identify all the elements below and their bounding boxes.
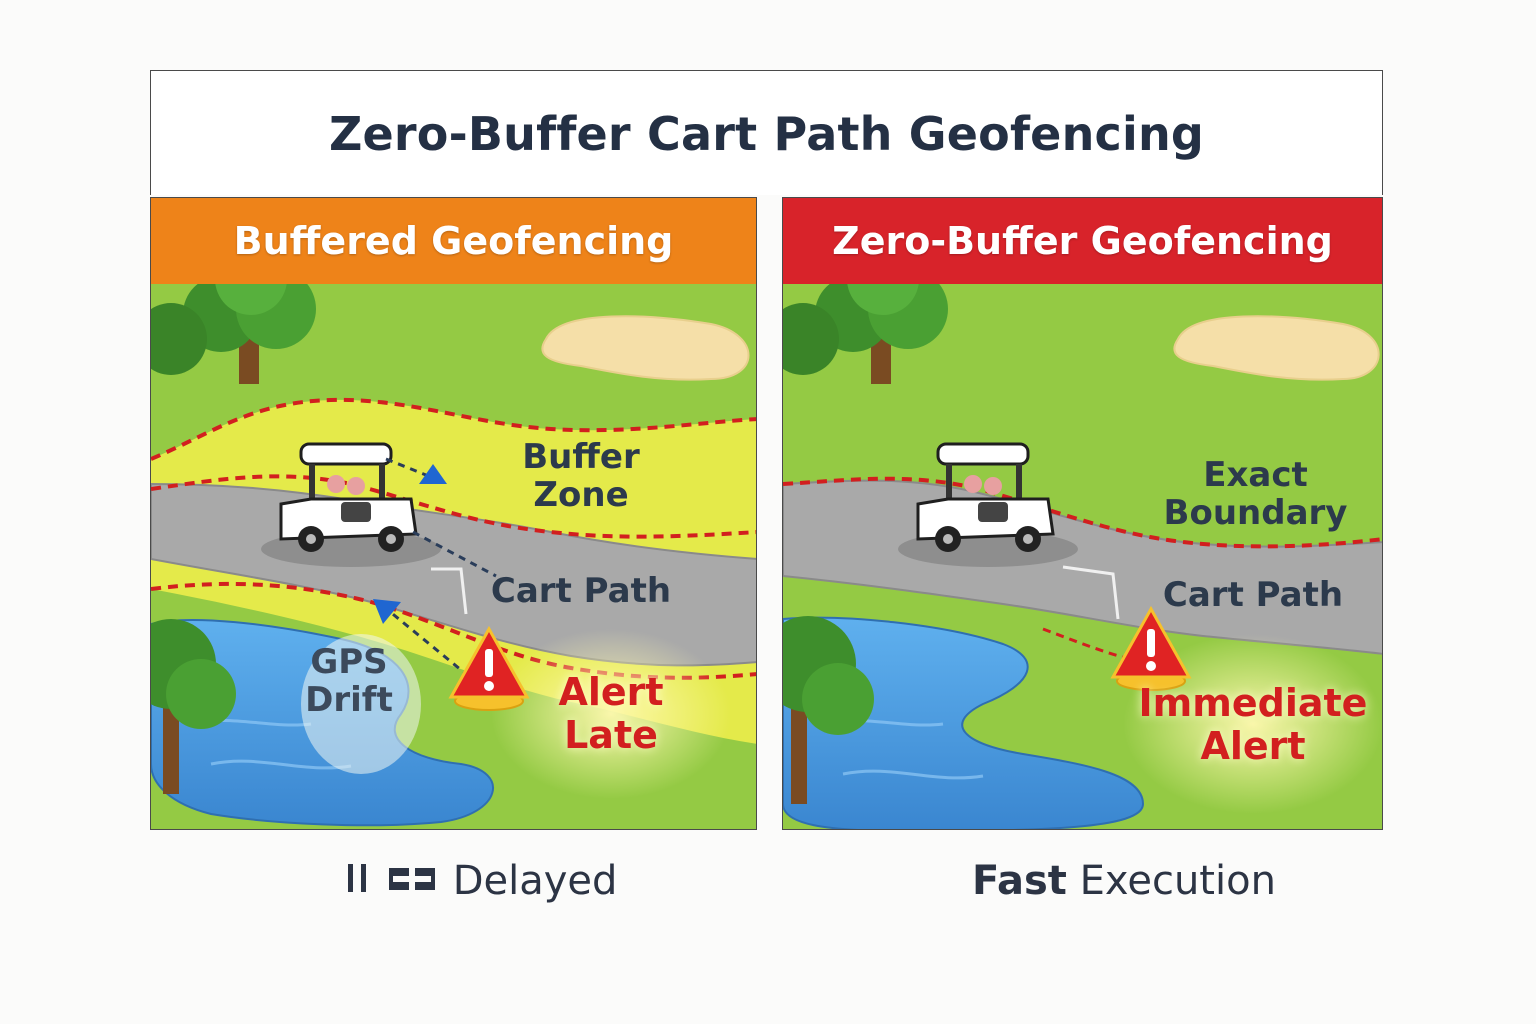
- title-frame: Zero-Buffer Cart Path Geofencing: [150, 70, 1383, 195]
- alert-late-label-line1: Alert: [558, 670, 664, 714]
- exact-boundary-label-line2: Boundary: [1163, 493, 1348, 534]
- tree-icon: [783, 284, 948, 384]
- buffer-zone-label-line1: Buffer: [522, 437, 640, 477]
- tree-icon: [151, 284, 316, 384]
- golf-cart-icon: [898, 442, 1078, 567]
- buffer-zone-upper: [151, 399, 756, 559]
- exact-boundary-label-line1: Exact: [1203, 455, 1308, 495]
- arrow-icon: [419, 464, 447, 484]
- zero-buffer-panel: Zero-Buffer Geofencing: [782, 197, 1383, 830]
- tree-icon: [151, 619, 236, 794]
- buffered-panel: Buffered Geofencing: [150, 197, 757, 830]
- delayed-label: Delayed: [452, 858, 618, 904]
- tree-icon: [783, 616, 874, 804]
- buffer-zone-label: Buffer Zone: [501, 438, 661, 514]
- diagram-title: Zero-Buffer Cart Path Geofencing: [328, 107, 1205, 161]
- gps-drift-label: GPS Drift: [289, 643, 409, 719]
- alert-late-label-line2: Late: [564, 712, 658, 757]
- buffered-course-map: [151, 284, 756, 829]
- zero-buffer-panel-header: Zero-Buffer Geofencing: [783, 198, 1382, 284]
- buffer-boundary-upper: [151, 397, 756, 461]
- arrow-icon: [373, 599, 401, 624]
- fast-label: Fast: [972, 858, 1067, 904]
- sand-bunker: [1173, 315, 1380, 381]
- warning-icon: [1110, 605, 1192, 691]
- buffered-panel-header: Buffered Geofencing: [151, 198, 756, 284]
- exact-boundary-lower: [1042, 627, 1144, 664]
- gps-drift-label-line1: GPS: [310, 642, 388, 682]
- pond: [783, 616, 1145, 829]
- footer-left: Delayed: [345, 858, 617, 904]
- exact-boundary-line: [783, 476, 1382, 549]
- sand-bunker: [541, 315, 750, 381]
- cart-path-label: Cart Path: [1162, 575, 1344, 615]
- pause-icon: [348, 864, 435, 892]
- execution-label: Execution: [1079, 858, 1276, 904]
- path-edge-boundary: [151, 474, 756, 539]
- exact-boundary-label: Exact Boundary: [1158, 456, 1353, 532]
- cart-path-label: Cart Path: [490, 571, 672, 611]
- immediate-alert-label-line1: Immediate: [1138, 681, 1368, 725]
- immediate-alert-label-line2: Alert: [1200, 723, 1306, 768]
- gps-drift-cloud: [301, 634, 421, 774]
- warning-icon: [448, 625, 530, 711]
- gps-drift-label-line2: Drift: [305, 680, 393, 721]
- footer-right: Fast Execution: [972, 858, 1276, 904]
- alert-late-label: Alert Late: [541, 671, 681, 756]
- buffer-zone-label-line2: Zone: [533, 475, 629, 516]
- zero-buffer-course-map: [783, 284, 1382, 829]
- golf-cart-icon: [261, 442, 441, 567]
- immediate-alert-label: Immediate Alert: [1138, 682, 1368, 767]
